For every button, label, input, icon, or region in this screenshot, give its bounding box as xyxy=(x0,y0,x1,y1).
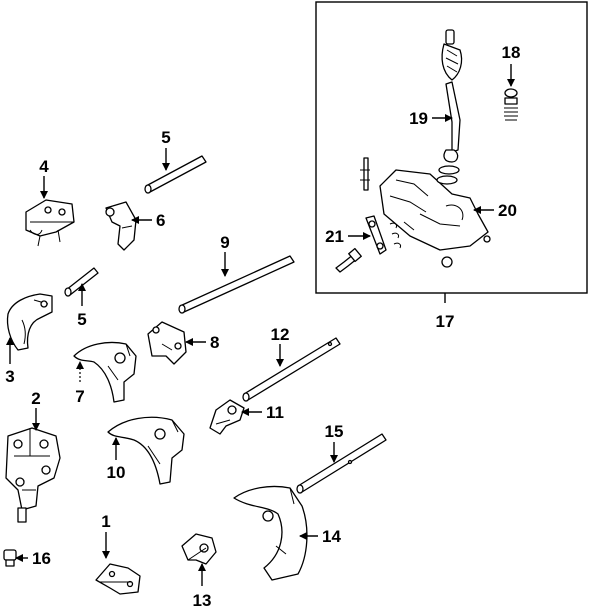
callout-3: 3 xyxy=(5,367,14,386)
part-16-plug xyxy=(3,549,17,567)
part-14-shift-fork xyxy=(233,485,308,581)
part-2-rail-housing xyxy=(5,427,61,523)
callout-10: 10 xyxy=(107,463,126,482)
callout-6: 6 xyxy=(156,211,165,230)
callout-20: 20 xyxy=(498,201,517,220)
part-4-fork-bracket xyxy=(25,199,75,247)
part-5-upper-rail xyxy=(144,155,207,194)
part-18-bushing-spring xyxy=(504,88,518,121)
part-1-interlock-plate xyxy=(95,563,141,595)
callout-2: 2 xyxy=(31,389,40,408)
callout-18: 18 xyxy=(502,43,521,62)
part-11-shift-lug xyxy=(209,399,245,435)
callout-9: 9 xyxy=(220,233,229,252)
part-21-shift-arm xyxy=(335,215,401,273)
callout-5-lower: 5 xyxy=(77,310,86,329)
part-6-shift-lug xyxy=(105,201,137,251)
part-clip xyxy=(360,157,370,191)
part-9-shift-rail xyxy=(178,255,295,314)
part-7-shift-fork xyxy=(73,341,137,403)
callout-13: 13 xyxy=(193,591,212,610)
shifter-assembly-inset-box xyxy=(315,1,588,294)
callout-21: 21 xyxy=(325,227,344,246)
callout-12: 12 xyxy=(271,325,290,344)
callout-1: 1 xyxy=(101,512,110,531)
callout-16: 16 xyxy=(32,549,51,568)
part-5-lower-rail xyxy=(64,267,99,297)
part-3-shift-fork xyxy=(6,293,53,351)
part-13-bracket xyxy=(181,533,217,565)
callout-19: 19 xyxy=(409,109,428,128)
callout-14: 14 xyxy=(322,527,341,546)
callout-17: 17 xyxy=(436,312,455,331)
callout-5-upper: 5 xyxy=(161,128,170,147)
part-15-shift-rail xyxy=(296,433,387,494)
part-19-shift-lever xyxy=(438,29,463,175)
part-20-shifter-housing xyxy=(379,169,491,268)
callout-7: 7 xyxy=(75,387,84,406)
part-10-shift-fork xyxy=(107,416,185,485)
part-8-interlock xyxy=(147,321,187,365)
callout-8: 8 xyxy=(210,333,219,352)
callout-4: 4 xyxy=(39,157,49,176)
part-12-shift-rail xyxy=(242,337,341,402)
callout-15: 15 xyxy=(325,422,344,441)
callout-11: 11 xyxy=(266,403,284,422)
